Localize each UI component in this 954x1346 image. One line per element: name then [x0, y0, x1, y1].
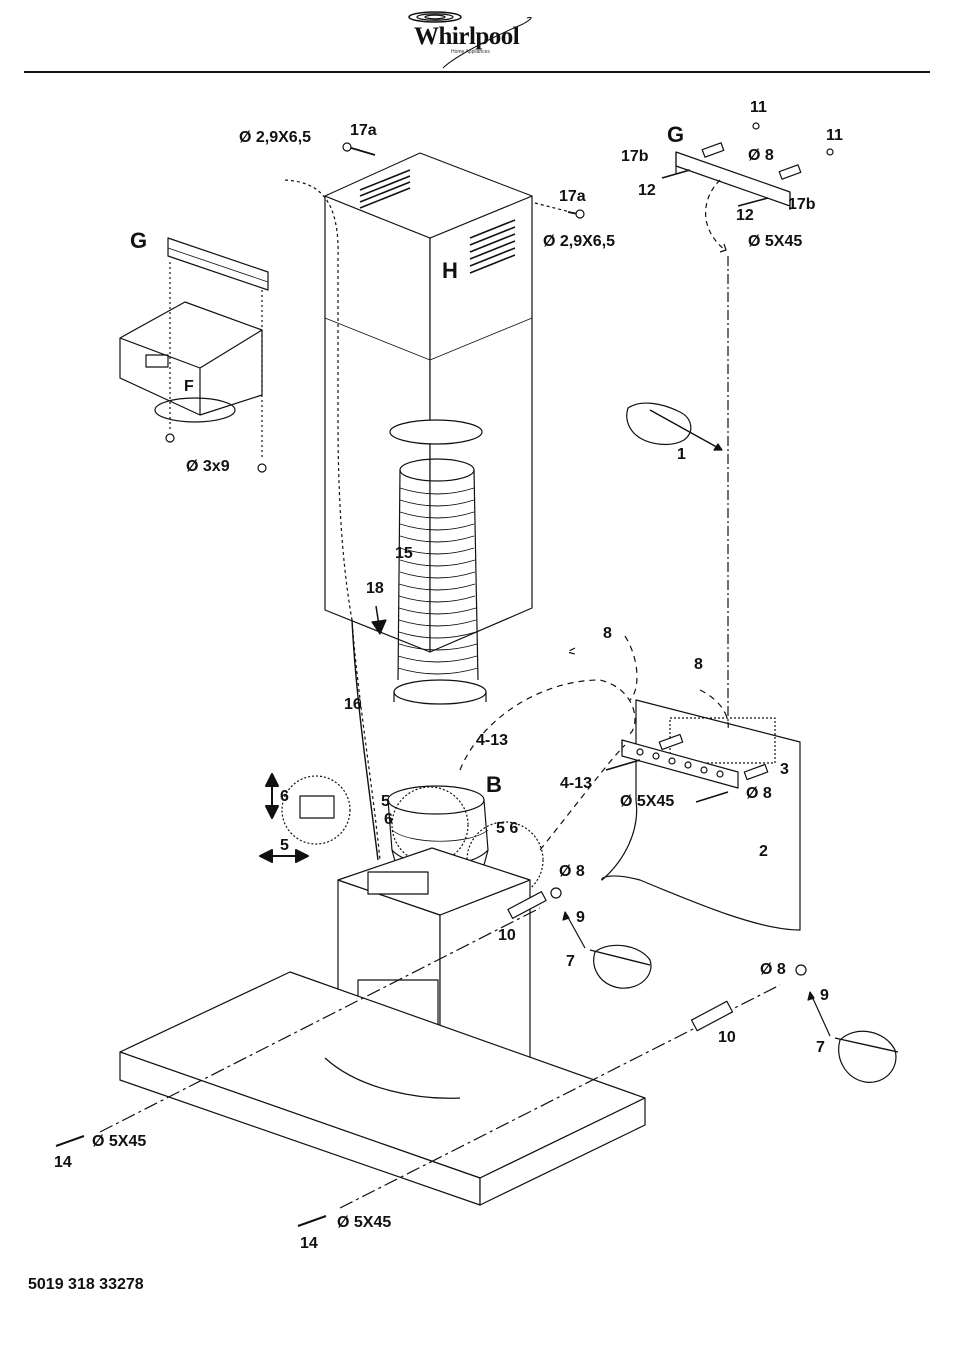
label-1: 1 — [677, 446, 686, 463]
label-17b-right: 17b — [788, 196, 816, 213]
label-14-left: 14 — [54, 1154, 72, 1171]
label-screw-5x45-left: Ø 5X45 — [92, 1133, 147, 1150]
logo-swirl — [408, 11, 532, 69]
brand-name: Whirlpool — [414, 23, 520, 50]
label-diam-8-top: Ø 8 — [748, 147, 774, 164]
header-rule — [24, 71, 930, 73]
label-5-b: 5 — [381, 793, 390, 810]
label-10-a: 10 — [498, 927, 516, 944]
chimney-cover — [324, 152, 533, 653]
label-16: 16 — [344, 696, 362, 713]
label-17a-top: 17a — [350, 122, 377, 139]
adjust-arrows — [259, 773, 309, 863]
label-G-left: G — [130, 228, 148, 253]
label-8-a: 8 — [603, 625, 612, 642]
label-screw-size-top: Ø 2,9X6,5 — [239, 129, 312, 146]
duct-support-bracket — [605, 733, 769, 803]
label-17b-left: 17b — [621, 148, 649, 165]
label-4-13-a: 4-13 — [476, 732, 509, 749]
label-18: 18 — [366, 580, 384, 597]
hand-pencil-1 — [626, 402, 723, 451]
detail-circle-right — [466, 821, 544, 899]
label-screw-3x9: Ø 3x9 — [186, 458, 230, 475]
wall-bracket-top — [661, 122, 834, 253]
label-7-a: 7 — [566, 953, 575, 970]
whirlpool-logo: Whirlpool Home Appliances — [395, 6, 545, 70]
label-diam-8-lower: Ø 8 — [559, 863, 585, 880]
label-6-a: 6 — [280, 788, 289, 805]
document-code: 5019 318 33278 — [28, 1276, 144, 1293]
label-11-b: 11 — [826, 127, 843, 144]
label-diam-8-mid: Ø 8 — [746, 785, 772, 802]
hand-pencil-7a — [562, 911, 652, 989]
brand-tagline: Home Appliances — [451, 49, 490, 55]
label-11-a: 11 — [750, 99, 767, 116]
label-14-bottom: 14 — [300, 1235, 318, 1252]
label-G-right: G — [667, 122, 685, 147]
wall-plate — [601, 699, 801, 931]
label-5-6: 5 6 — [496, 820, 519, 837]
label-B: B — [486, 772, 502, 797]
label-17a-right: 17a — [559, 188, 586, 205]
detail-circle-clamp — [281, 775, 351, 845]
label-screw-size-right: Ø 2,9X6,5 — [543, 233, 616, 250]
wall-plugs — [55, 887, 807, 1227]
label-12-left: 12 — [638, 182, 656, 199]
label-7-b: 7 — [816, 1039, 825, 1056]
label-12-right: 12 — [736, 207, 754, 224]
label-15: 15 — [395, 545, 413, 562]
label-2: 2 — [759, 843, 768, 860]
hood-canopy — [119, 971, 646, 1206]
filter-unit — [119, 237, 269, 473]
label-diam-8-right: Ø 8 — [760, 961, 786, 978]
detail-circle-left — [391, 786, 469, 864]
label-10-b: 10 — [718, 1029, 736, 1046]
screws-17a — [342, 142, 585, 219]
movement-arrows — [459, 635, 729, 851]
hand-pencil-7b — [807, 991, 899, 1083]
label-screw-5x45-bottom: Ø 5X45 — [337, 1214, 392, 1231]
label-6-b: 6 — [384, 811, 393, 828]
arrow-18-head — [371, 619, 387, 635]
label-H: H — [442, 258, 458, 283]
label-F: F — [184, 378, 194, 395]
power-cable — [284, 179, 381, 861]
label-8-b: 8 — [694, 656, 703, 673]
label-9-a: 9 — [576, 909, 585, 926]
label-screw-5x45-mid: Ø 5X45 — [620, 793, 675, 810]
flexible-duct — [389, 419, 487, 705]
label-screw-5x45-top: Ø 5X45 — [748, 233, 803, 250]
label-4-13-b: 4-13 — [560, 775, 593, 792]
label-9-b: 9 — [820, 987, 829, 1004]
label-3: 3 — [780, 761, 789, 778]
label-5-a: 5 — [280, 837, 289, 854]
